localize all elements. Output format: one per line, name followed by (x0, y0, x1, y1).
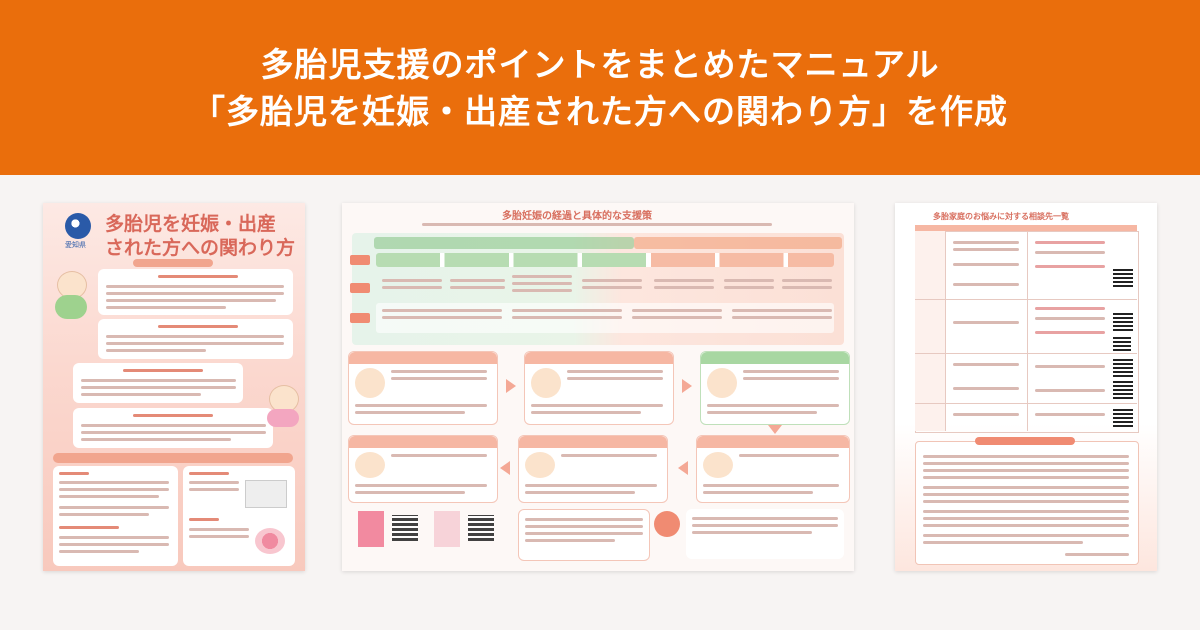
cover-title-line-1: 多胎児を妊娠・出産 (105, 213, 277, 235)
qr-code-icon (1113, 381, 1133, 399)
flow-card-2 (524, 351, 674, 425)
qr-code-icon (1113, 407, 1133, 427)
badge-circle-icon (654, 511, 680, 537)
qr-code-icon (468, 515, 494, 541)
flow-arrow-left-icon (500, 461, 510, 475)
flyer-thumbnail (434, 511, 460, 547)
cover-title-line-2: された方への関わり方 (105, 237, 296, 259)
qr-code-icon (1113, 311, 1133, 331)
flow-page-title: 多胎妊娠の経過と具体的な支援策 (502, 211, 652, 222)
cover-section-1 (98, 269, 293, 315)
flow-card-4 (348, 435, 498, 503)
header-banner: 多胎児支援のポイントをまとめたマニュアル 「多胎児を妊娠・出産された方への関わり… (0, 0, 1200, 175)
flow-arrow-down-icon (768, 425, 782, 434)
flow-card-5 (518, 435, 668, 503)
qr-code-icon (1113, 357, 1133, 377)
consultation-page-title: 多胎家庭のお悩みに対する相談先一覧 (933, 212, 1069, 221)
flow-arrow-icon (506, 379, 516, 393)
headline-line-1: 多胎児支援のポイントをまとめたマニュアル (260, 44, 940, 84)
qr-code-icon (1113, 335, 1131, 351)
flow-arrow-icon (682, 379, 692, 393)
manual-preview-area: 愛知県 多胎児を妊娠・出産 された方への関わり方 (0, 175, 1200, 630)
logo-caption: 愛知県 (65, 241, 86, 249)
qr-code-icon (392, 515, 418, 541)
consultation-list-page: 多胎家庭のお悩みに対する相談先一覧 (895, 203, 1157, 571)
flow-arrow-left-icon (678, 461, 688, 475)
flow-card-6 (696, 435, 850, 503)
manual-cover-page: 愛知県 多胎児を妊娠・出産 された方への関わり方 (43, 203, 305, 571)
flyer-thumbnail (358, 511, 384, 547)
headline-line-2: 「多胎児を妊娠・出産された方への関わり方」を作成 (192, 91, 1008, 131)
heart-illustration-icon (255, 528, 285, 554)
baby-illustration-icon (51, 269, 91, 321)
cover-section-2 (98, 319, 293, 359)
baby-illustration-icon (265, 383, 301, 427)
flow-card-3 (700, 351, 850, 425)
cover-lower-right-box (183, 466, 295, 566)
qr-code-icon (1113, 267, 1133, 287)
cover-section-3 (73, 363, 243, 403)
prefecture-logo-icon (65, 213, 91, 239)
cover-lower-left-box (53, 466, 178, 566)
cover-section-4 (73, 408, 273, 448)
support-flow-page: 多胎妊娠の経過と具体的な支援策 (342, 203, 854, 571)
flow-card-1 (348, 351, 498, 425)
